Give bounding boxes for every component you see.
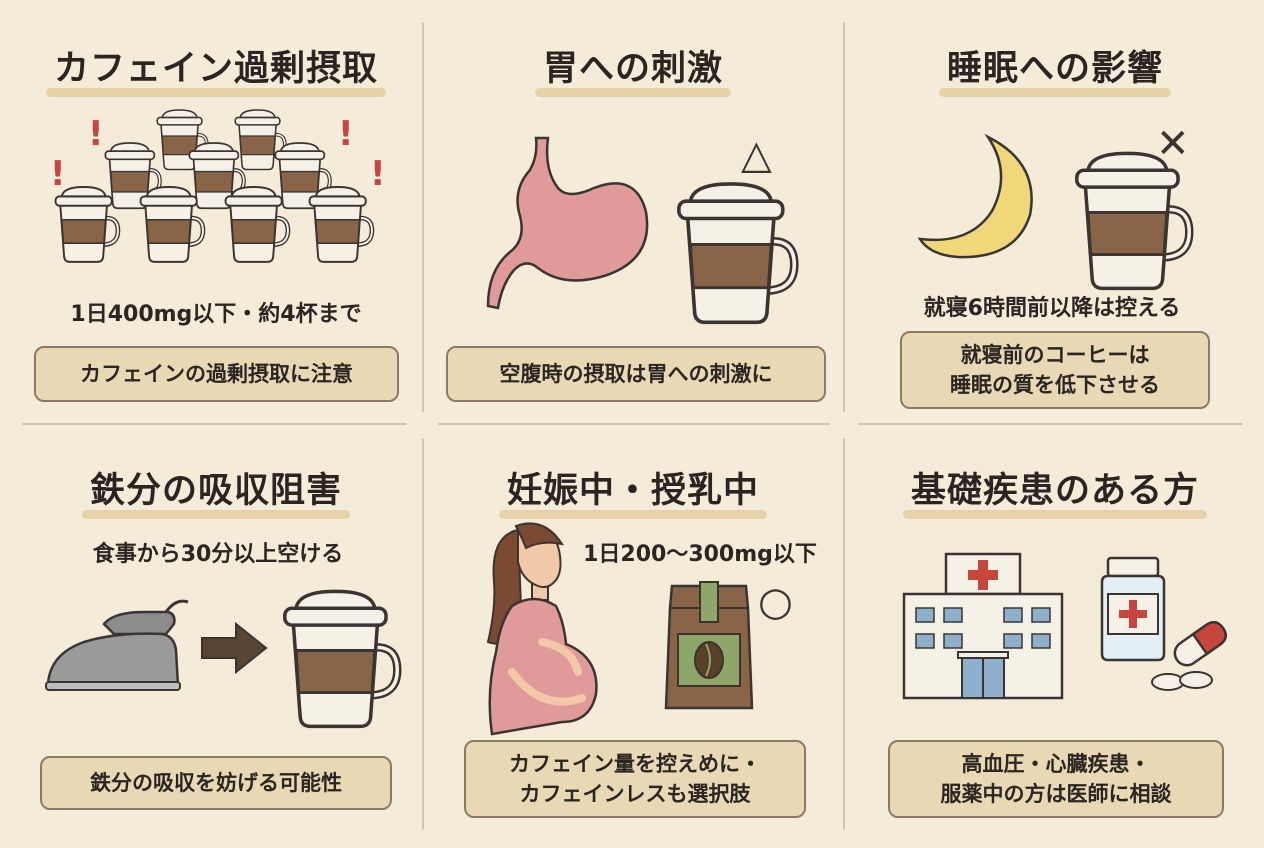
panel-title-iron-absorption: 鉄分の吸収阻害 — [81, 462, 351, 519]
hospital-icon — [902, 552, 1064, 700]
panel-title-stomach-irritation: 胃への刺激 — [534, 40, 732, 97]
coffee-cup-icon — [1074, 152, 1184, 277]
pregnant-woman-icon — [486, 522, 598, 736]
caffeine-warning-box: カフェインの過剰摂取に注意 — [34, 346, 399, 402]
arrow-right-icon — [201, 621, 268, 675]
pregnancy-warning-box: カフェイン量を控えめに・ カフェインレスも選択肢 — [464, 740, 806, 818]
pill-icon — [1151, 620, 1227, 691]
coffee-cup-icon — [676, 180, 786, 310]
svg-text:!: ! — [338, 114, 354, 154]
divider-horizontal-3 — [858, 423, 1243, 425]
stomach-warning-box: 空腹時の摂取は胃への刺激に — [446, 346, 826, 402]
svg-text:!: ! — [88, 114, 104, 154]
cross-mark: ✕ — [1156, 121, 1190, 167]
box-line: 空腹時の摂取は胃への刺激に — [499, 361, 773, 386]
iron-warning-box: 鉄分の吸収を妨げる可能性 — [40, 756, 392, 810]
iron-caption: 食事から30分以上空ける — [92, 542, 344, 567]
triangle-mark: △ — [741, 132, 772, 178]
coffee-cups-illustration: ! ! ! ! — [50, 108, 386, 285]
svg-text:!: ! — [370, 154, 386, 194]
divider-vertical-left — [422, 22, 424, 412]
box-line: カフェインレスも選択肢 — [519, 782, 751, 806]
panel-title-chronic-conditions: 基礎疾患のある方 — [902, 462, 1208, 519]
moon-icon — [917, 133, 1033, 259]
circle-mark: ○ — [758, 579, 793, 625]
chronic-warning-box: 高血圧・心臓疾患・ 服薬中の方は医師に相談 — [888, 740, 1224, 818]
box-line: 鉄分の吸収を妨げる可能性 — [90, 770, 342, 795]
divider-horizontal-1 — [22, 423, 407, 425]
sleep-warning-box: 就寝前のコーヒーは 睡眠の質を低下させる — [900, 331, 1210, 409]
divider-vertical-right-bottom — [843, 438, 845, 830]
medicine-bottle-icon — [1100, 556, 1166, 662]
panel-title-sleep-effect: 睡眠への影響 — [938, 40, 1172, 97]
svg-text:!: ! — [50, 154, 66, 194]
pregnancy-caption: 1日200〜300mg以下 — [583, 542, 817, 567]
sleep-caption: 就寝6時間前以降は控える — [923, 296, 1181, 321]
divider-vertical-left-bottom — [422, 438, 424, 830]
caffeine-limit-caption: 1日400mg以下・約4杯まで — [70, 302, 362, 327]
box-line: 就寝前のコーヒーは — [960, 342, 1150, 367]
exclamation-icon: ! ! ! ! — [50, 114, 386, 194]
box-line: 高血圧・心臓疾患・ — [961, 751, 1151, 776]
box-line: 服薬中の方は医師に相談 — [940, 782, 1172, 806]
divider-vertical-right — [843, 22, 845, 412]
iron-icon — [45, 599, 189, 691]
box-line: カフェイン量を控えめに・ — [509, 751, 761, 776]
divider-horizontal-2 — [438, 423, 830, 425]
coffee-bag-icon — [664, 581, 754, 710]
stomach-icon — [486, 136, 649, 310]
box-line: 睡眠の質を低下させる — [950, 373, 1160, 397]
coffee-cup-icon — [282, 590, 392, 715]
panel-title-pregnancy: 妊娠中・授乳中 — [498, 462, 768, 519]
panel-title-caffeine-overdose: カフェイン過剰摂取 — [45, 40, 387, 97]
box-line: カフェインの過剰摂取に注意 — [80, 361, 353, 386]
